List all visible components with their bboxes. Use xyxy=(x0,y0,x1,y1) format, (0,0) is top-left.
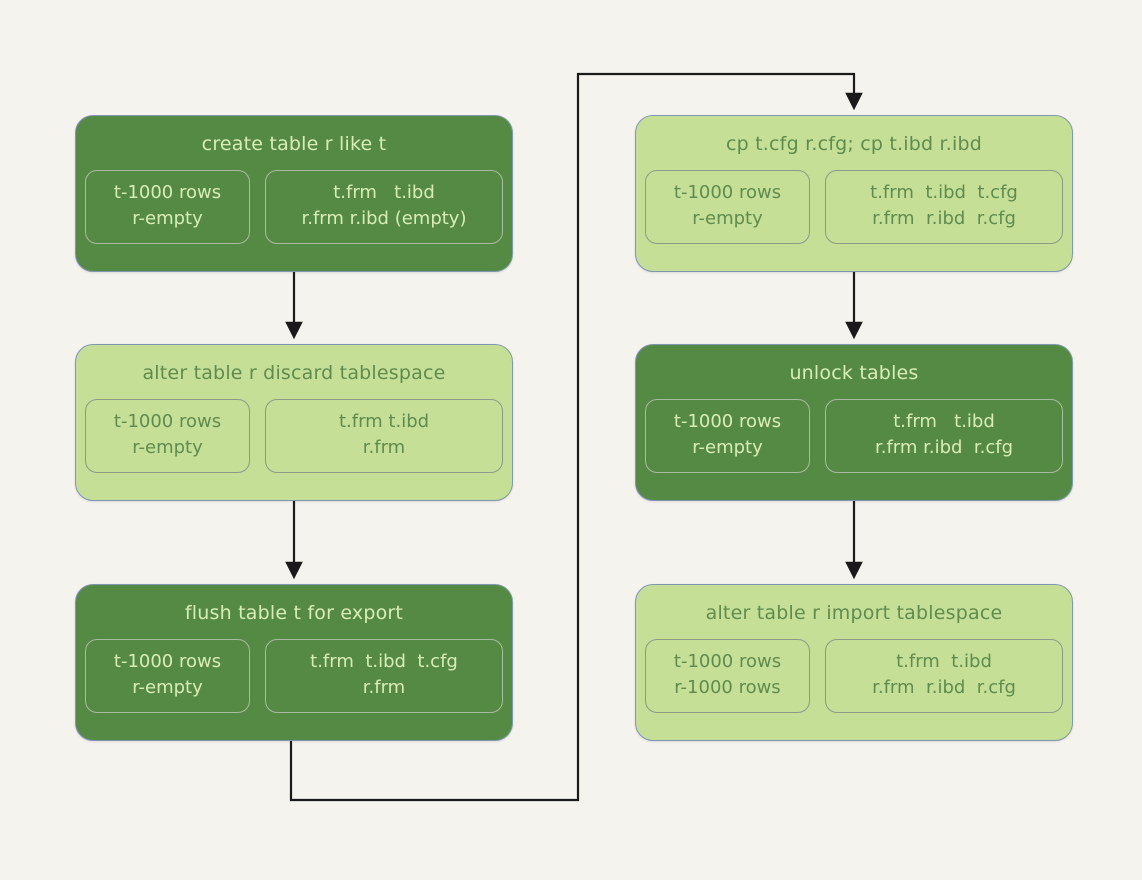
node-cp-cfg-ibd[interactable]: cp t.cfg r.cfg; cp t.ibd r.ibd t-1000 ro… xyxy=(635,115,1073,272)
slot-files: t.frm t.ibd t.cfg r.frm r.ibd r.cfg xyxy=(825,170,1063,244)
node-slots: t-1000 rows r-empty t.frm t.ibd t.cfg r.… xyxy=(76,639,512,713)
slot-line: t.frm t.ibd xyxy=(338,411,430,432)
slot-files: t.frm t.ibd r.frm xyxy=(265,399,503,473)
slot-rows: t-1000 rows r-empty xyxy=(85,399,250,473)
node-slots: t-1000 rows r-empty t.frm t.ibd r.frm xyxy=(76,399,512,473)
slot-line: r.frm r.ibd r.cfg xyxy=(872,208,1016,229)
node-title: unlock tables xyxy=(789,362,919,384)
node-alter-table-r-discard-tablespace[interactable]: alter table r discard tablespace t-1000 … xyxy=(75,344,513,501)
slot-line: r.frm r.ibd r.cfg xyxy=(874,437,1014,458)
slot-line: r-empty xyxy=(132,437,203,458)
slot-rows: t-1000 rows r-empty xyxy=(85,170,250,244)
slot-line: t.frm t.ibd t.cfg xyxy=(870,182,1018,203)
slot-rows: t-1000 rows r-empty xyxy=(645,170,810,244)
node-title: alter table r import tablespace xyxy=(705,602,1003,624)
node-unlock-tables[interactable]: unlock tables t-1000 rows r-empty t.frm … xyxy=(635,344,1073,501)
node-title: cp t.cfg r.cfg; cp t.ibd r.ibd xyxy=(726,133,982,155)
slot-files: t.frm t.ibd r.frm r.ibd r.cfg xyxy=(825,399,1063,473)
slot-line: t.frm t.ibd xyxy=(333,182,435,203)
node-title: flush table t for export xyxy=(184,602,404,624)
slot-line: r-1000 rows xyxy=(674,677,781,698)
slot-files: t.frm t.ibd r.frm r.ibd (empty) xyxy=(265,170,503,244)
node-title: alter table r discard tablespace xyxy=(142,362,446,384)
slot-line: r.frm r.ibd r.cfg xyxy=(872,677,1016,698)
slot-line: r-empty xyxy=(132,208,203,229)
slot-line: t-1000 rows xyxy=(113,182,222,203)
slot-line: t.frm t.ibd xyxy=(896,651,992,672)
slot-line: t-1000 rows xyxy=(113,411,222,432)
slot-rows: t-1000 rows r-1000 rows xyxy=(645,639,810,713)
slot-line: t.frm t.ibd t.cfg xyxy=(310,651,458,672)
node-title: create table r like t xyxy=(201,133,387,155)
slot-rows: t-1000 rows r-empty xyxy=(645,399,810,473)
slot-line: r-empty xyxy=(692,208,763,229)
slot-line: r.frm xyxy=(362,677,406,698)
node-slots: t-1000 rows r-empty t.frm t.ibd r.frm r.… xyxy=(636,399,1072,473)
node-slots: t-1000 rows r-empty t.frm t.ibd t.cfg r.… xyxy=(636,170,1072,244)
slot-line: r-empty xyxy=(692,437,763,458)
slot-rows: t-1000 rows r-empty xyxy=(85,639,250,713)
node-create-table-r-like-t[interactable]: create table r like t t-1000 rows r-empt… xyxy=(75,115,513,272)
slot-line: t.frm t.ibd xyxy=(893,411,995,432)
slot-line: r-empty xyxy=(132,677,203,698)
node-flush-table-t-for-export[interactable]: flush table t for export t-1000 rows r-e… xyxy=(75,584,513,741)
slot-line: t-1000 rows xyxy=(673,411,782,432)
node-slots: t-1000 rows r-1000 rows t.frm t.ibd r.fr… xyxy=(636,639,1072,713)
slot-line: t-1000 rows xyxy=(113,651,222,672)
node-slots: t-1000 rows r-empty t.frm t.ibd r.frm r.… xyxy=(76,170,512,244)
slot-files: t.frm t.ibd r.frm r.ibd r.cfg xyxy=(825,639,1063,713)
slot-line: t-1000 rows xyxy=(673,651,782,672)
slot-line: r.frm xyxy=(362,437,406,458)
node-alter-table-r-import-tablespace[interactable]: alter table r import tablespace t-1000 r… xyxy=(635,584,1073,741)
slot-line: r.frm r.ibd (empty) xyxy=(301,208,467,229)
slot-line: t-1000 rows xyxy=(673,182,782,203)
slot-files: t.frm t.ibd t.cfg r.frm xyxy=(265,639,503,713)
